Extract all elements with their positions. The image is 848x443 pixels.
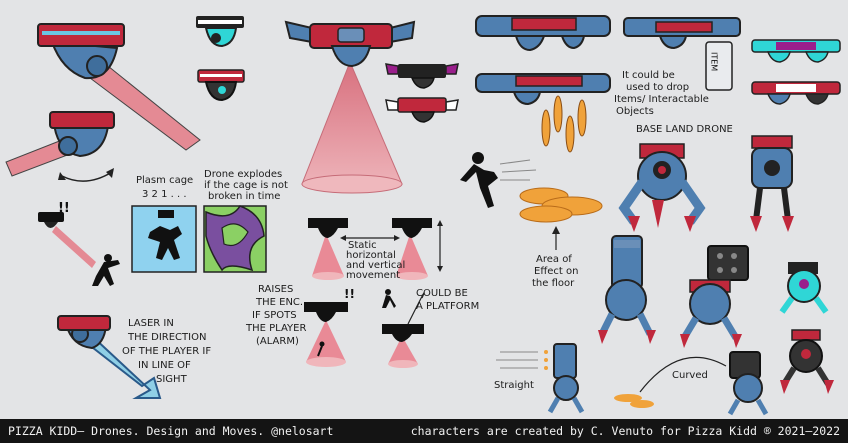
drop-note-2: used to drop [626, 82, 689, 93]
aoe-note-1: Area of [536, 254, 572, 265]
land-drone-front [618, 143, 706, 232]
drone-variant-cyan [196, 16, 244, 48]
base-land-drone-title: BASE LAND DRONE [636, 124, 733, 135]
laser-note-3: OF THE PLAYER IF [122, 346, 211, 357]
laser-drone-small: !! [38, 201, 96, 268]
alarm-drone: !! [304, 287, 355, 367]
player-silhouette-running [460, 152, 537, 208]
land-drone-cyan-variant [779, 262, 829, 314]
plasm-cage-label: Plasm cage [136, 175, 193, 186]
alarm-note-5: (ALARM) [256, 336, 299, 347]
straight-label: Straight [494, 380, 534, 391]
land-drone-shooting-curved [614, 351, 769, 416]
carrier-variant-cyan [751, 39, 841, 63]
static-drone-right [392, 218, 432, 280]
land-drone-missile [680, 245, 749, 348]
laser-drone-bottom [57, 315, 162, 399]
plasm-cage-breaking [203, 205, 267, 273]
spotlight-drone-variant-red [385, 97, 459, 123]
static-note-2: horizontal [346, 250, 396, 261]
laser-drone-top [37, 23, 201, 151]
explode-note-1: Drone explodes [204, 169, 282, 180]
plasm-cage-intact [131, 205, 197, 273]
aoe-note-2: Effect on [534, 266, 578, 277]
curved-label: Curved [672, 370, 708, 381]
laser-note-5: SIGHT [156, 374, 188, 385]
platform-note-2: A PLATFORM [416, 301, 479, 312]
drop-note-4: Objects [616, 106, 654, 117]
rotation-arrow [61, 171, 113, 182]
area-of-effect-puddles [519, 187, 603, 223]
spotlight-drone-variant-magenta [385, 63, 459, 89]
carrier-drone-dropping [475, 73, 611, 153]
laser-note-2: THE DIRECTION [127, 332, 206, 343]
static-note-4: movement [346, 270, 400, 281]
drop-note-3: Items/ Interactable [614, 94, 709, 105]
alert-marks: !! [58, 201, 70, 216]
land-drone-back-variant [780, 329, 834, 394]
aoe-note-3: the floor [532, 278, 575, 289]
laser-drone-middle [5, 111, 115, 177]
explode-note-2: if the cage is not [204, 180, 288, 191]
alarm-note-1: RAISES [258, 284, 293, 295]
spotlight-drone [284, 20, 416, 194]
countdown-label: 3 2 1 . . . [142, 189, 187, 200]
static-note-3: and vertical [346, 260, 405, 271]
carrier-variant-red [751, 81, 841, 105]
drop-note-1: It could be [622, 70, 675, 81]
svg-text:!!: !! [344, 287, 355, 301]
land-drone-shooting-straight [496, 343, 585, 414]
laser-note-1: LASER IN [128, 318, 174, 329]
alarm-note-2: THE ENC. [255, 297, 303, 308]
player-silhouette-1 [92, 254, 120, 286]
footer-title: PIZZA KIDD— Drones. Design and Moves. @n… [8, 424, 334, 438]
footer-credit: characters are created by C. Venuto for … [410, 424, 840, 438]
carrier-drone-top [475, 15, 611, 52]
explode-note-3: broken in time [208, 191, 280, 202]
footer-bar: PIZZA KIDD— Drones. Design and Moves. @n… [0, 419, 848, 443]
platform-note-1: COULD BE [416, 288, 468, 299]
land-drone-armored [598, 235, 656, 344]
drone-variant-red [197, 69, 245, 102]
item-box-label: ITEM [710, 52, 719, 71]
alarm-note-4: THE PLAYER [245, 323, 306, 334]
land-drone-side [750, 135, 794, 232]
item-drop-drone: ITEM [623, 17, 741, 91]
platform-drone [382, 289, 425, 368]
static-note-1: Static [348, 240, 377, 251]
alarm-note-3: IF SPOTS [252, 310, 297, 321]
static-drone-left [308, 218, 348, 280]
laser-note-4: IN LINE OF [138, 360, 191, 371]
